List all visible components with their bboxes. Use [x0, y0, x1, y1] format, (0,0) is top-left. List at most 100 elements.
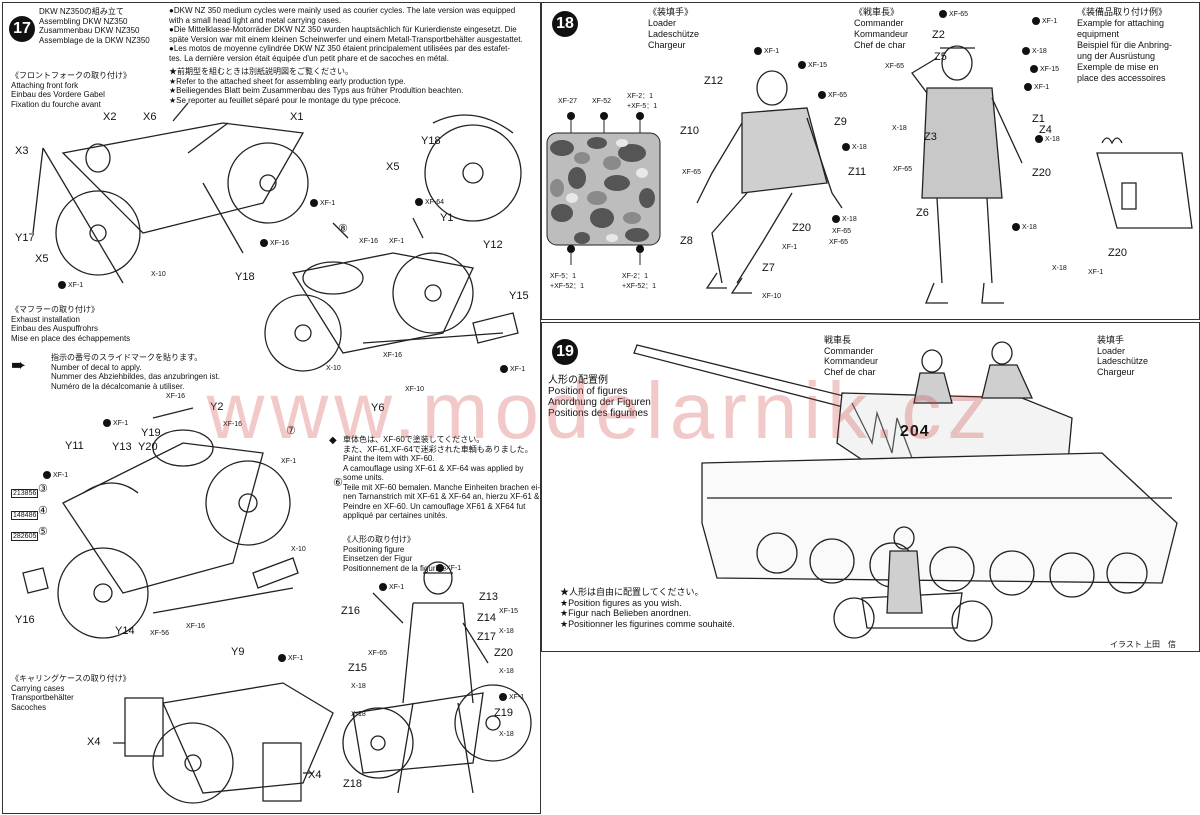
paint-callout: XF-1 [1032, 17, 1057, 25]
equipment-drawing [1096, 137, 1193, 229]
paint-callout: XF-1 [278, 654, 303, 662]
decal-number: 213856 [11, 489, 39, 498]
part-label: Z15 [348, 662, 367, 674]
decal-motorcycle-drawing [22, 407, 299, 639]
front-fork-heading: 《フロントフォークの取り付け》 Attaching front fork Ein… [11, 71, 131, 109]
part-label: Y18 [235, 271, 255, 283]
exhaust-heading: 《マフラーの取り付け》 Exhaust installation Einbau … [11, 305, 131, 343]
paint-callout: XF-10 [405, 386, 425, 393]
part-label: Y20 [138, 441, 158, 453]
step19-number-badge: 19 [552, 339, 578, 365]
paint-callout: X-18 [499, 668, 514, 675]
paint-callout: X-18 [1012, 223, 1037, 231]
arrow-icon: ➨ [11, 355, 27, 375]
step17-panel: 17 DKW NZ350の組み立て Assembling DKW NZ350 Z… [2, 2, 541, 814]
paint-callout: XF-1 [1024, 83, 1049, 91]
paint-callout: XF-16 [260, 239, 289, 247]
paint-callout: XF-56 [150, 630, 170, 637]
step17-intro: ●DKW NZ 350 medium cycles were mainly us… [169, 6, 523, 63]
paint-callout: XF-1 [500, 365, 525, 373]
part-label: Y1 [440, 212, 454, 224]
paint-callout: XF-16 [166, 393, 186, 400]
paint-bullet-icon: ◆ [329, 435, 337, 446]
paint-callout: X-10 [291, 546, 306, 553]
camo-color-label: XF-5：1 +XF-52：1 [550, 273, 585, 290]
part-label: Y14 [115, 625, 135, 637]
paint-callout: X-18 [832, 215, 857, 223]
decal-circle-number: ⑦ [286, 425, 296, 437]
paint-callout: XF-15 [798, 61, 827, 69]
part-label: Y12 [483, 239, 503, 251]
decal-number: 148486 [11, 511, 39, 520]
part-label: Z17 [477, 631, 496, 643]
paint-callout: XF-65 [682, 169, 702, 176]
step18-illustrations [546, 45, 1193, 304]
camo-color-label: XF-2：1 +XF-52：1 [622, 273, 657, 290]
part-label: Y2 [210, 401, 224, 413]
step17-illustrations [22, 102, 532, 804]
part-label: Y13 [112, 441, 132, 453]
part-label: Z18 [343, 778, 362, 790]
paint-callout: XF-1 [43, 471, 68, 479]
part-label: Y17 [15, 232, 35, 244]
paint-callout: XF-16 [223, 421, 243, 428]
part-label: Y19 [141, 427, 161, 439]
part-label: Z20 [1108, 247, 1127, 259]
paint-callout: XF-64 [415, 198, 444, 206]
decal-note: ➨ 指示の番号のスライドマークを貼ります。 Number of decal to… [11, 353, 220, 391]
part-label: Y15 [509, 290, 529, 302]
part-label: Y16 [15, 614, 35, 626]
paint-callout: XF-1 [379, 583, 404, 591]
paint-callout: X-18 [499, 628, 514, 635]
paint-callout: XF-65 [829, 239, 849, 246]
part-label: X4 [87, 736, 101, 748]
decal-circle-number: ⑥ [333, 477, 343, 489]
part-label: Z19 [494, 707, 513, 719]
part-label: Z4 [1039, 124, 1052, 136]
paint-callout: XF-1 [103, 419, 128, 427]
camo-color-label: XF-2：1 +XF-5：1 [627, 93, 658, 110]
carrying-case-motorcycle-drawing [113, 682, 334, 804]
carrying-cases-heading: 《キャリングケースの取り付け》 Carrying cases Transport… [11, 674, 131, 712]
part-label: X2 [103, 111, 117, 123]
paint-callout: XF-1 [1088, 269, 1104, 276]
paint-callout: XF-1 [499, 693, 524, 701]
paint-callout: XF-65 [885, 63, 905, 70]
part-label: Z20 [1032, 167, 1051, 179]
step17-title: DKW NZ350の組み立て Assembling DKW NZ350 Zusa… [39, 7, 150, 45]
paint-callout: XF-15 [1030, 65, 1059, 73]
paint-callout: XF-65 [939, 10, 968, 18]
paint-callout: X-10 [151, 271, 166, 278]
part-label: Z14 [477, 612, 496, 624]
paint-callout: XF-1 [436, 564, 461, 572]
loader-figure-drawing [696, 70, 843, 294]
paint-callout: X-18 [351, 711, 366, 718]
paint-callout: XF-1 [389, 238, 405, 245]
paint-callout: X-18 [1052, 265, 1067, 272]
decal-circle-number: ⑤ [38, 526, 48, 538]
paint-callout: X-18 [499, 731, 514, 738]
camo-swatch [547, 133, 660, 245]
paint-callout: XF-16 [359, 238, 379, 245]
paint-callout: XF-1 [310, 199, 335, 207]
decal-circle-number: ③ [38, 483, 48, 495]
part-label: X3 [15, 145, 29, 157]
part-label: X1 [290, 111, 304, 123]
part-label: Z7 [762, 262, 775, 274]
part-label: Z11 [848, 166, 867, 178]
part-label: Z6 [916, 207, 929, 219]
step19-title: 人形の配置例 Position of figures Anordnung der… [548, 375, 651, 419]
turret-number: 204 [900, 423, 930, 440]
positioning-heading: 《人形の取り付け》 Positioning figure Einsetzen d… [343, 535, 447, 573]
commander-figure-drawing [911, 45, 1023, 304]
decal-number: 282605 [11, 532, 39, 541]
paint-callout: XF-10 [762, 293, 782, 300]
part-label: Z13 [479, 591, 498, 603]
part-label: X5 [386, 161, 400, 173]
part-label: Y11 [65, 440, 84, 452]
illustrator-credit: イラスト 上田 信 [1110, 640, 1177, 649]
paint-callout: XF-65 [832, 228, 852, 235]
part-label: Z20 [494, 647, 513, 659]
part-label: Y9 [231, 646, 245, 658]
decal-circle-number: ④ [38, 505, 48, 517]
